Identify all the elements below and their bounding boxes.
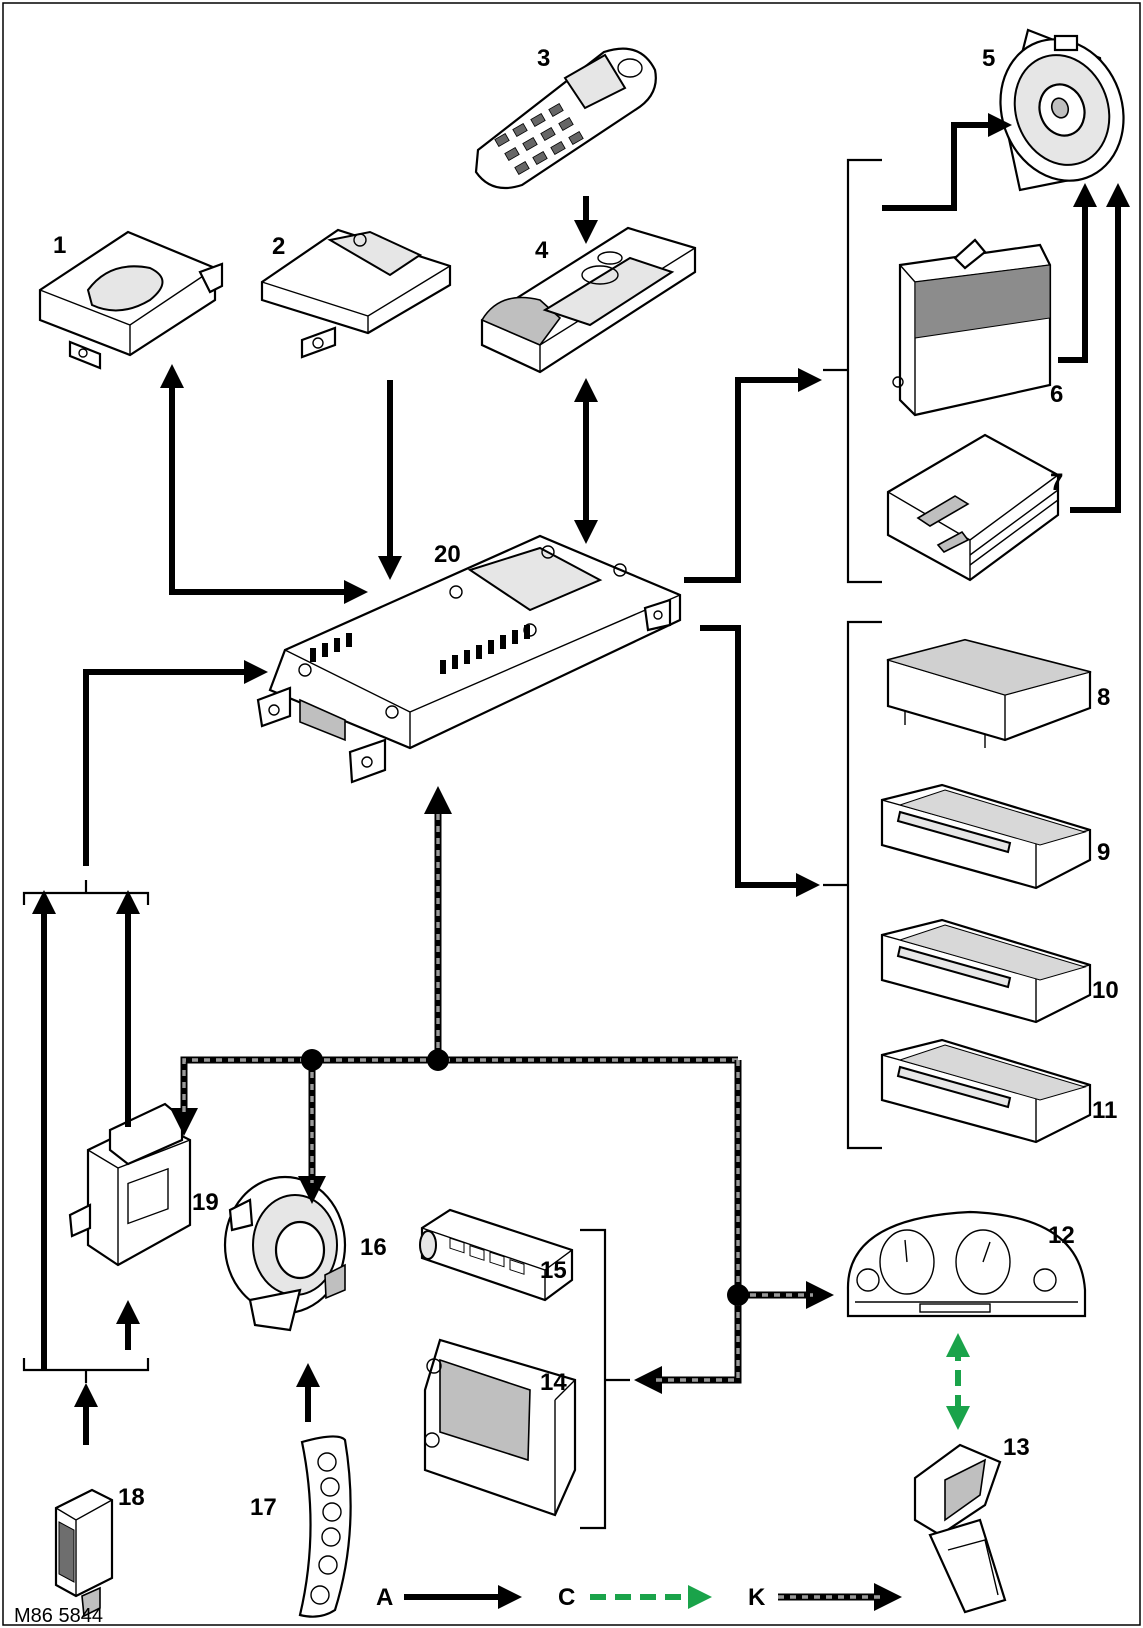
- component-19-module: [70, 1104, 190, 1265]
- component-17-steering-switch: [300, 1436, 351, 1616]
- component-2-module: [262, 230, 450, 357]
- bracket-media-group: [848, 622, 882, 1148]
- component-18-connector: [56, 1490, 112, 1616]
- callout-2: 2: [272, 233, 285, 260]
- component-1-module: [40, 232, 222, 368]
- junction-node: [427, 1049, 449, 1071]
- component-5-loudspeaker: [981, 22, 1143, 198]
- component-6-amplifier: [893, 240, 1050, 415]
- link-20-media: [700, 628, 808, 885]
- callout-19: 19: [192, 1189, 219, 1216]
- legend-c-label: C: [558, 1584, 575, 1611]
- component-13-connector: [915, 1445, 1005, 1612]
- callout-8: 8: [1097, 684, 1110, 711]
- component-9-media-unit: [882, 785, 1090, 888]
- link-1-20: [172, 376, 356, 592]
- callout-16: 16: [360, 1234, 387, 1261]
- legend-a-label: A: [376, 1584, 393, 1611]
- junction-node: [301, 1049, 323, 1071]
- link-bracket-5: [882, 125, 1000, 208]
- junction-node: [727, 1284, 749, 1306]
- callout-9: 9: [1097, 839, 1110, 866]
- legend-k-label: K: [748, 1584, 766, 1611]
- callout-18: 18: [118, 1484, 145, 1511]
- reference-code: M86 5844: [14, 1605, 103, 1627]
- legend: A C K: [376, 1584, 888, 1611]
- component-15-control-panel: [420, 1210, 572, 1300]
- component-11-media-unit: [882, 1040, 1090, 1142]
- callout-10: 10: [1092, 977, 1119, 1004]
- link-bracket-20: [86, 672, 256, 866]
- callout-11: 11: [1092, 1097, 1117, 1124]
- callout-1: 1: [53, 232, 66, 259]
- link-7-5: [1070, 195, 1118, 510]
- callout-4: 4: [535, 237, 549, 264]
- component-16-rotary-coupler: [225, 1177, 345, 1330]
- component-20-central-module: [258, 536, 680, 782]
- callout-15: 15: [540, 1257, 567, 1284]
- callout-12: 12: [1048, 1222, 1075, 1249]
- callout-7: 7: [1050, 469, 1063, 496]
- bracket-display-group: [580, 1230, 605, 1528]
- callout-14: 14: [540, 1369, 567, 1396]
- callout-17: 17: [250, 1494, 277, 1521]
- component-8-module: [888, 640, 1090, 748]
- callout-20: 20: [434, 541, 461, 568]
- link-6-5: [1058, 195, 1085, 360]
- component-3-handset: [476, 49, 656, 188]
- callout-6: 6: [1050, 381, 1063, 408]
- link-20-amplifiers: [684, 380, 810, 580]
- callout-3: 3: [537, 45, 550, 72]
- component-7-amplifier: [888, 435, 1058, 580]
- callout-13: 13: [1003, 1434, 1030, 1461]
- component-10-media-unit: [882, 920, 1090, 1022]
- component-14-display-unit: [425, 1340, 575, 1515]
- callout-5: 5: [982, 45, 995, 72]
- bracket-amplifier-group: [848, 160, 882, 582]
- component-4-cradle: [482, 228, 695, 372]
